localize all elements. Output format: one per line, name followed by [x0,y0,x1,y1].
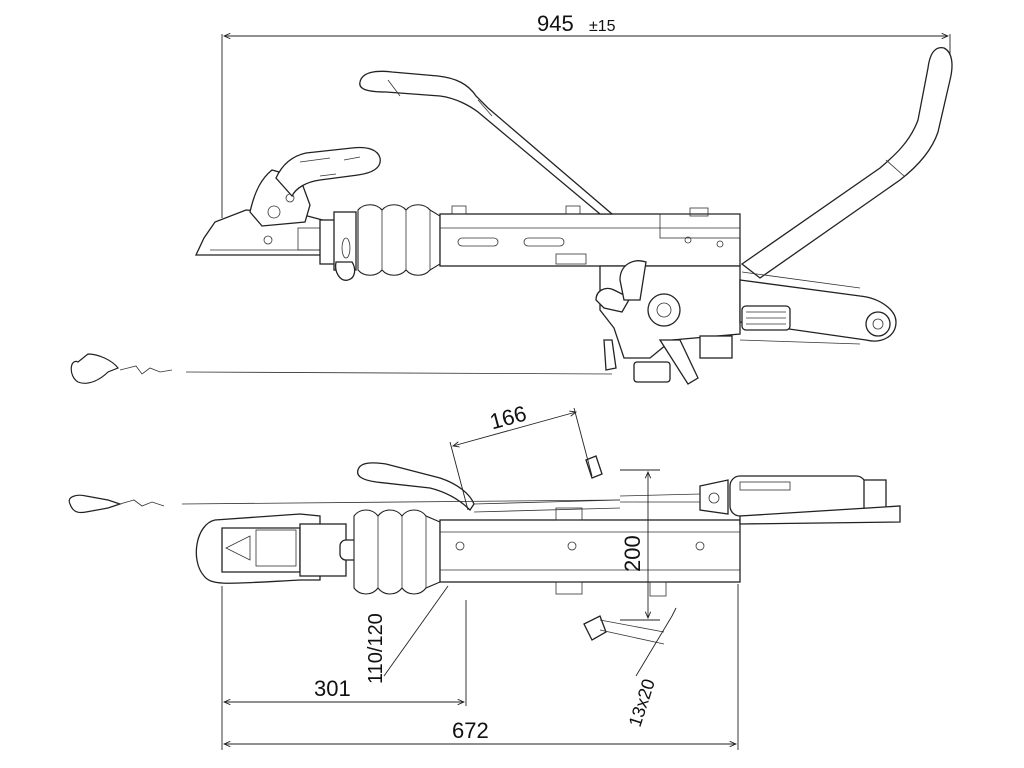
travel-length-label: 166 [487,401,529,435]
mounting-bolts [583,455,665,645]
safety-cable-side [70,353,613,384]
main-housing [439,205,741,267]
brake-linkage [595,260,897,385]
coupling-head-plan [195,513,377,584]
housing-plan [439,507,741,597]
parking-brake-lever [740,46,953,279]
dimension-overall-length: 945 ±15 [221,11,951,218]
safety-cable-plan [68,494,621,514]
bellows [357,204,441,276]
drawbar-shaft [319,211,357,281]
dimension-mounting-length: 672 [224,584,739,750]
overall-length-label: 945 [537,11,574,36]
side-view: 945 ±15 [70,11,953,385]
dimension-travel: 166 [449,401,593,511]
plan-view: 166 200 110/120 13x20 301 [68,401,901,750]
dimension-flange-size: 110/120 [365,585,449,684]
flange-size-label: 110/120 [365,613,387,684]
dimension-bolt-spacing: 200 [620,469,660,621]
handle-plan [356,462,621,513]
coupling-offset-label: 301 [314,676,351,701]
damper-plan [619,475,901,525]
mounting-length-label: 672 [452,718,489,743]
hole-size-label: 13x20 [625,676,659,729]
breakaway-handle [359,70,614,215]
bellows-plan [353,509,441,595]
dimension-coupling-offset: 301 [221,586,467,750]
coupling-head [194,146,381,256]
bolt-spacing-label: 200 [620,535,645,572]
overall-tolerance-label: ±15 [589,18,616,35]
